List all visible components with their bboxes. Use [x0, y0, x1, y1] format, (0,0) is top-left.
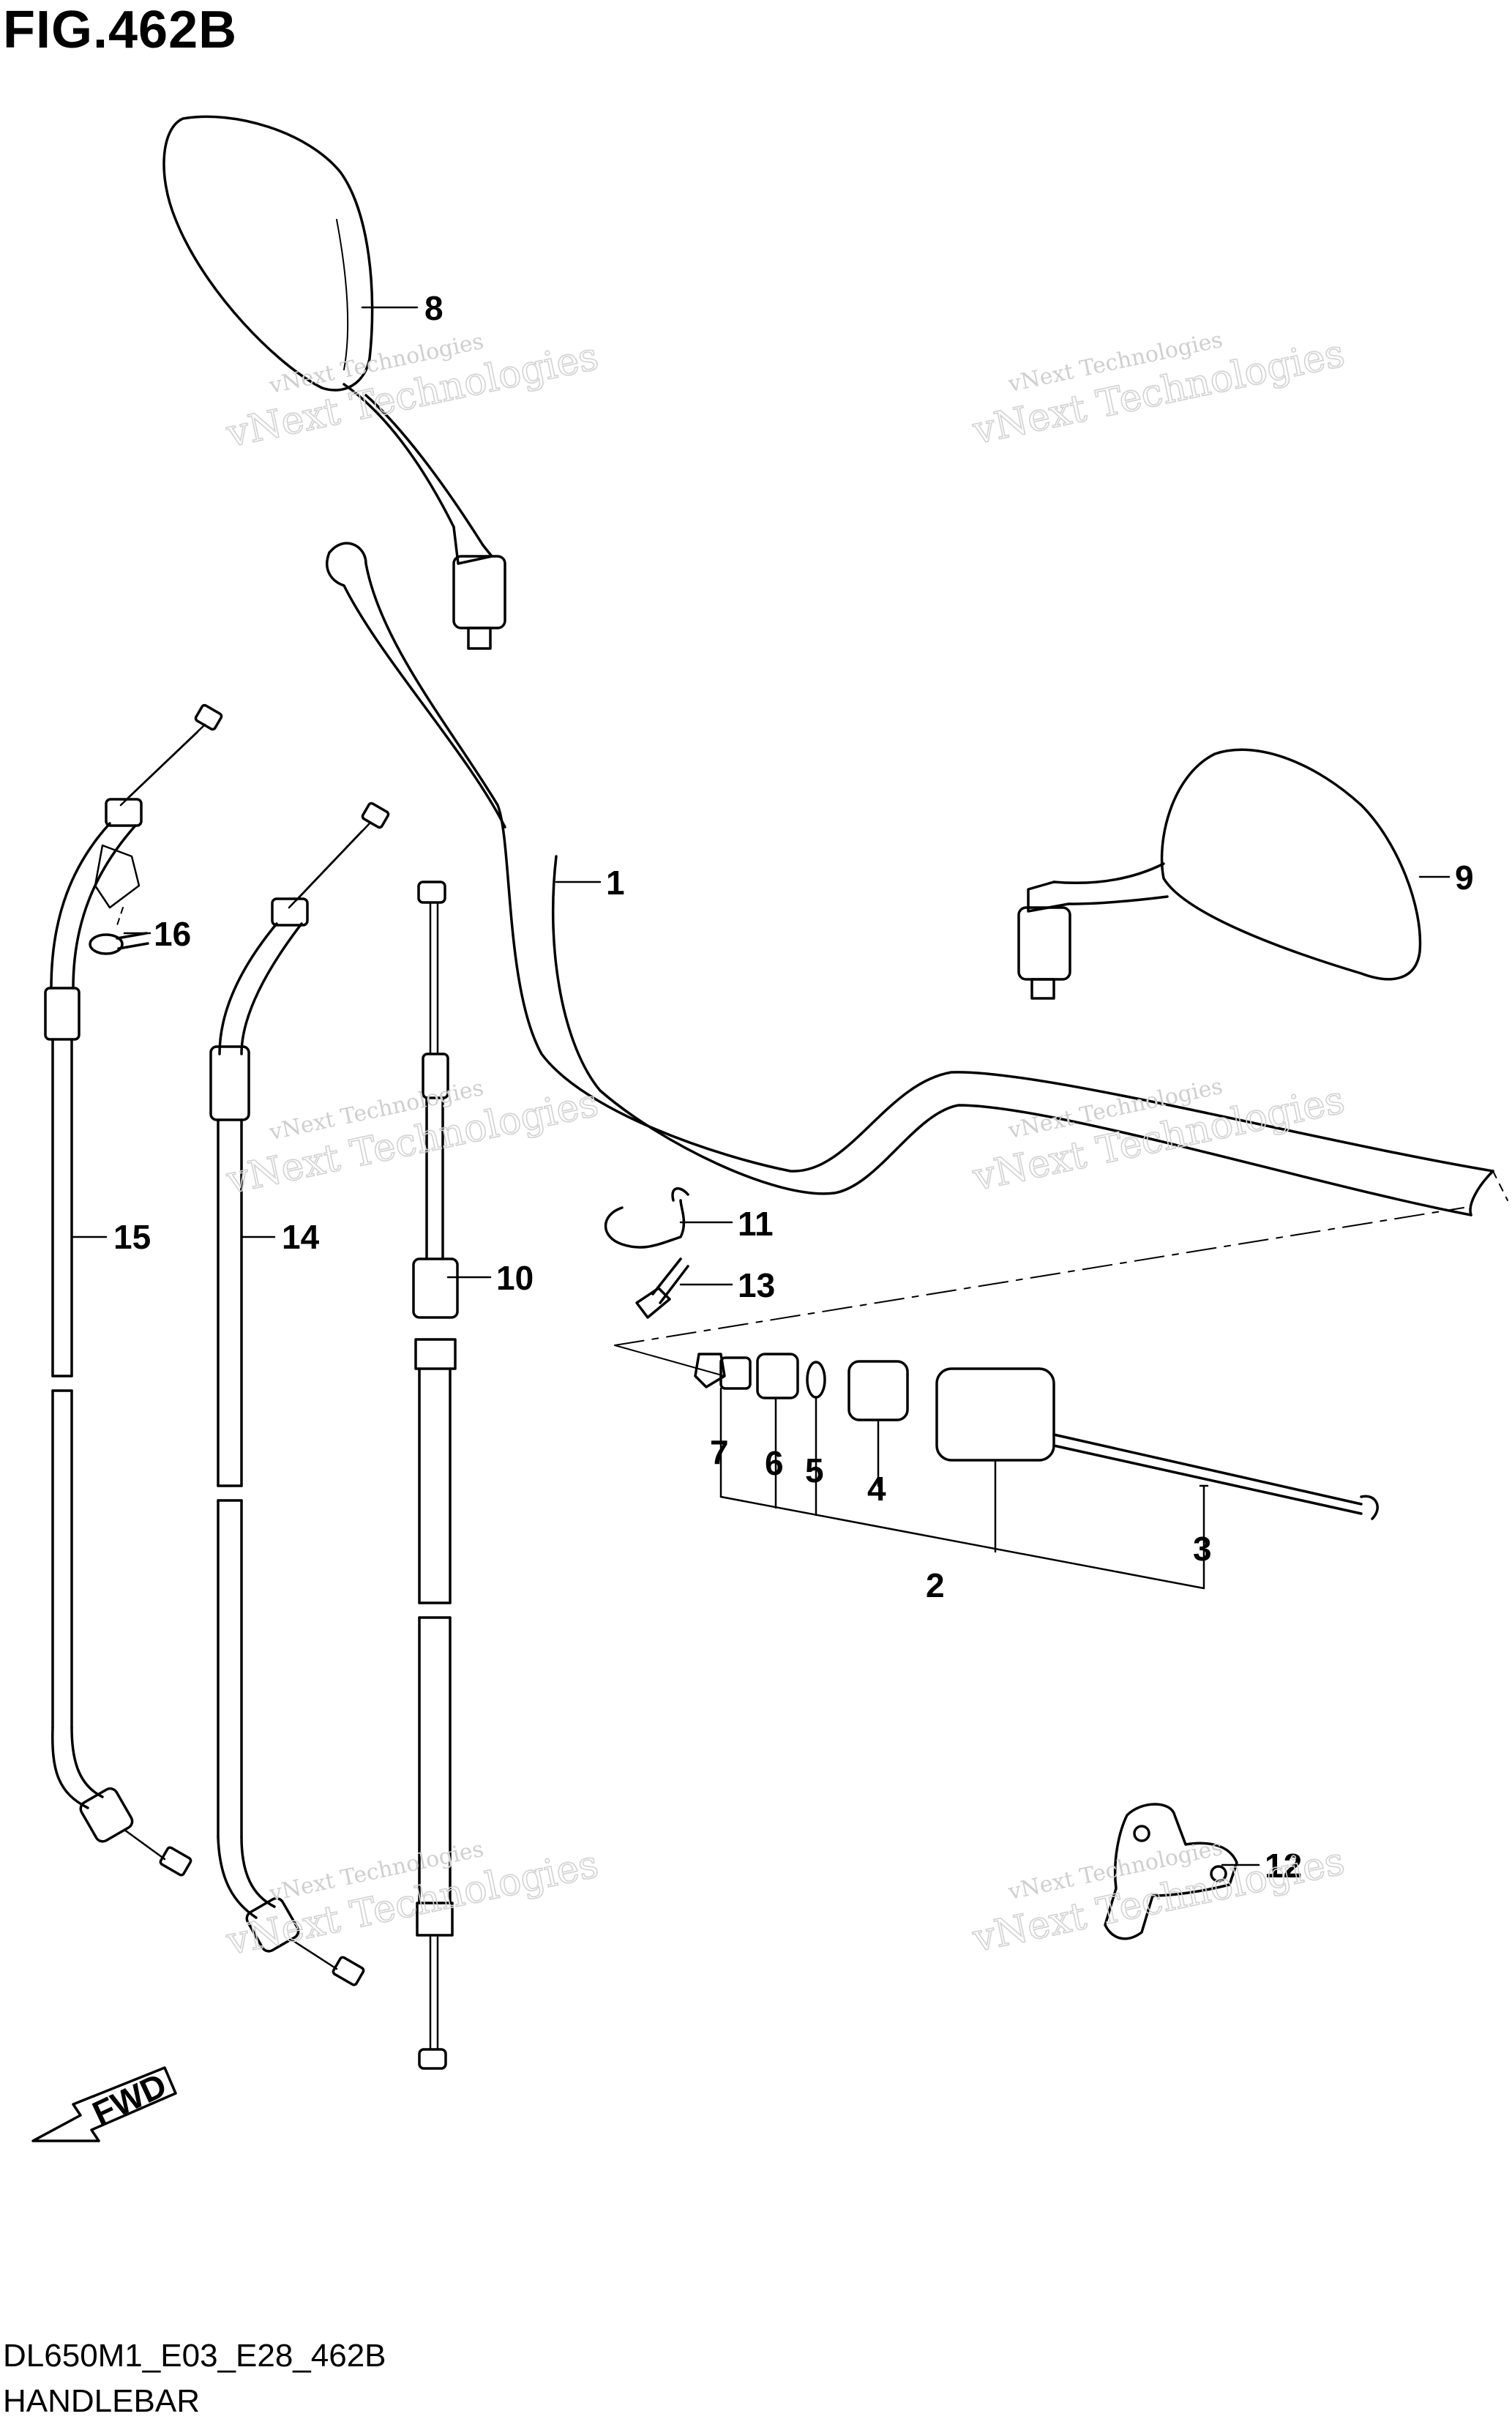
figure-code: DL650M1_E03_E28_462B [3, 2338, 386, 2374]
right-mirror [1017, 748, 1422, 1000]
callout-8: 8 [424, 289, 444, 327]
clutch-cable [44, 703, 223, 1877]
callout-4: 4 [867, 1470, 886, 1508]
watermarks: vNext Technologies vNext Technologies vN… [222, 327, 1349, 1964]
left-mirror [162, 115, 506, 650]
callout-12: 12 [1265, 1847, 1302, 1885]
callout-15: 15 [113, 1218, 151, 1256]
callout-11: 11 [738, 1205, 774, 1243]
callout-14: 14 [282, 1218, 320, 1256]
bolt-13 [635, 1257, 689, 1319]
callout-9: 9 [1455, 859, 1474, 897]
cable-bracket [1104, 1803, 1238, 1940]
throttle-cable-10 [412, 881, 459, 2070]
callout-10: 10 [496, 1259, 534, 1297]
callout-16: 16 [154, 915, 191, 953]
figure-title: FIG.462B [3, 1, 238, 59]
callout-6: 6 [765, 1444, 784, 1482]
handlebar [326, 542, 1508, 1216]
leader-lines [72, 306, 1451, 1866]
callout-7: 7 [710, 1433, 729, 1471]
balancer-assembly [614, 1207, 1464, 1520]
callout-numbers: 8 1 9 11 13 10 14 15 16 7 6 5 4 3 2 12 [113, 289, 1474, 1885]
callout-5: 5 [805, 1451, 824, 1489]
callout-1: 1 [606, 864, 625, 902]
clamp-clip [604, 1187, 689, 1249]
callout-2: 2 [926, 1566, 945, 1604]
fwd-arrow-icon [31, 2066, 177, 2142]
callout-13: 13 [738, 1266, 775, 1304]
fwd-label: FWD [86, 2066, 172, 2132]
callout-3: 3 [1193, 1530, 1212, 1568]
figure-name: HANDLEBAR [3, 2383, 200, 2419]
screw-16 [89, 907, 149, 955]
throttle-cable-14 [209, 801, 390, 1986]
